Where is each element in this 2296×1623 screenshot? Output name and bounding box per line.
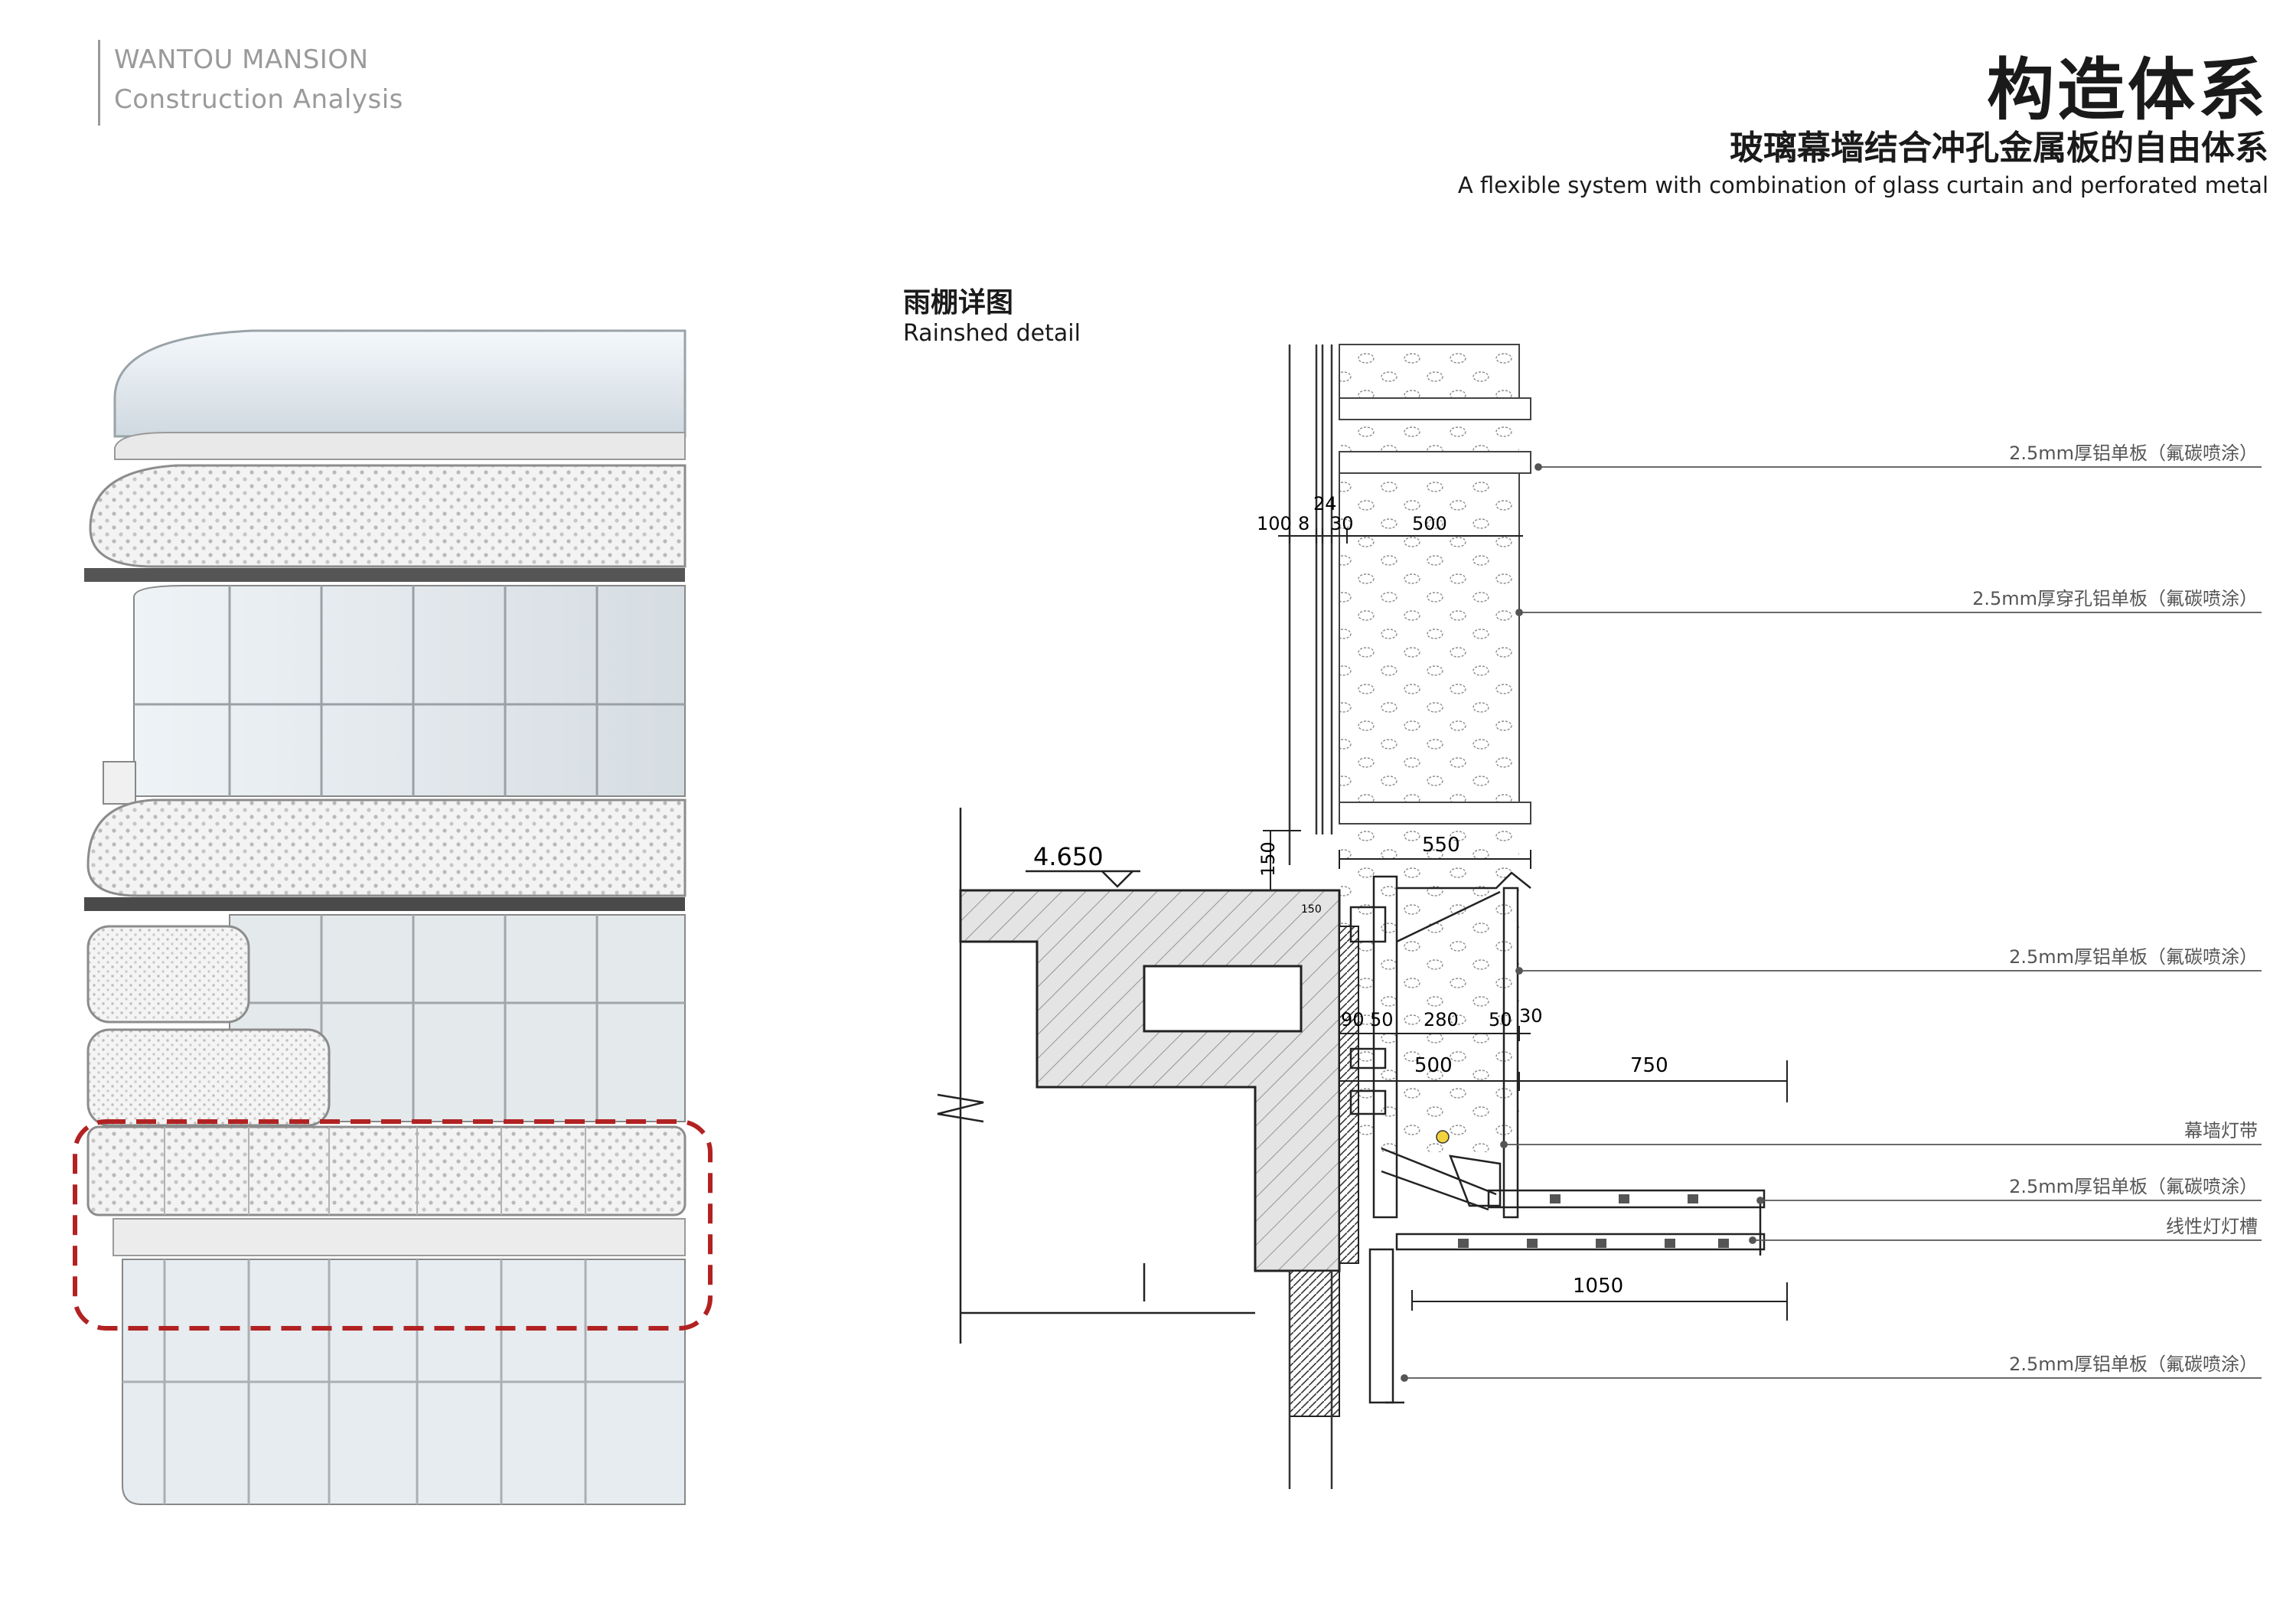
callout-perforated-panel: 2.5mm厚穿孔铝单板（氟碳喷涂） (1972, 588, 2258, 609)
callout-aluminum-panel-3: 2.5mm厚铝单板（氟碳喷涂） (2009, 1176, 2258, 1197)
callout-aluminum-panel-4: 2.5mm厚铝单板（氟碳喷涂） (2009, 1354, 2258, 1375)
detail-title-en: Rainshed detail (903, 320, 1081, 347)
callout-aluminum-panel-1: 2.5mm厚铝单板（氟碳喷涂） (2009, 442, 2258, 464)
callout-aluminum-panel-2: 2.5mm厚铝单板（氟碳喷涂） (2009, 946, 2258, 968)
svg-text:8: 8 (1298, 513, 1309, 534)
svg-text:90: 90 (1341, 1009, 1365, 1030)
insulation-layer (1339, 926, 1359, 1264)
svg-text:750: 750 (1630, 1054, 1668, 1077)
callout-light-strip: 幕墙灯带 (2184, 1120, 2258, 1141)
title-block: 构造体系 玻璃幕墙结合冲孔金属板的自由体系 A flexible system … (1458, 54, 2268, 201)
svg-text:150: 150 (1301, 903, 1322, 916)
project-header: WANTOU MANSION Construction Analysis (98, 40, 403, 126)
svg-text:24: 24 (1313, 493, 1337, 514)
svg-text:30: 30 (1330, 513, 1354, 534)
page-title: 构造体系 (1986, 51, 2268, 129)
svg-text:50: 50 (1370, 1009, 1394, 1030)
svg-text:1050: 1050 (1573, 1275, 1623, 1298)
level-label: 4.650 (1033, 842, 1104, 871)
project-subtitle: Construction Analysis (114, 84, 403, 115)
svg-text:500: 500 (1414, 1054, 1453, 1077)
svg-text:50: 50 (1489, 1009, 1512, 1030)
svg-text:150: 150 (1257, 841, 1279, 877)
svg-text:30: 30 (1519, 1005, 1543, 1027)
svg-text:550: 550 (1422, 834, 1460, 857)
concrete-slab (959, 889, 1341, 1272)
svg-text:100: 100 (1257, 513, 1292, 534)
callout-light-trough: 线性灯灯槽 (2166, 1216, 2258, 1237)
project-name: WANTOU MANSION (114, 44, 369, 75)
light-strip-icon (1436, 1130, 1450, 1144)
page-subtitle-en: A flexible system with combination of gl… (1457, 172, 2268, 198)
svg-text:500: 500 (1412, 513, 1447, 534)
page-subtitle-cn: 玻璃幕墙结合冲孔金属板的自由体系 (1730, 129, 2268, 168)
detail-title-cn: 雨棚详图 (903, 287, 1014, 318)
svg-text:280: 280 (1424, 1009, 1459, 1030)
